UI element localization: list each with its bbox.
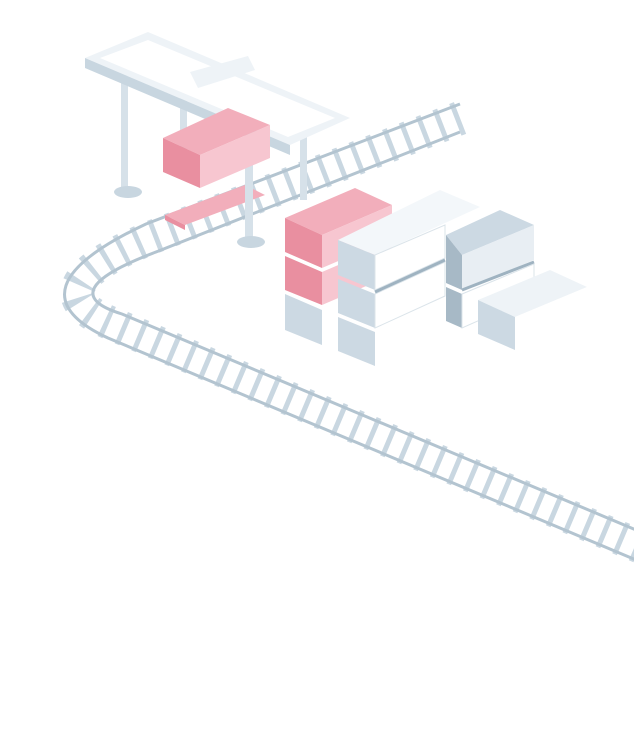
track-rail-outer bbox=[63, 102, 634, 561]
low-container bbox=[478, 270, 587, 350]
pink-flatcar bbox=[165, 185, 265, 230]
track-rail-inner bbox=[91, 130, 634, 531]
hanging-container bbox=[163, 108, 270, 188]
gantry-crane bbox=[85, 32, 350, 248]
white-container-stack bbox=[338, 190, 480, 366]
railway-track bbox=[60, 102, 634, 563]
